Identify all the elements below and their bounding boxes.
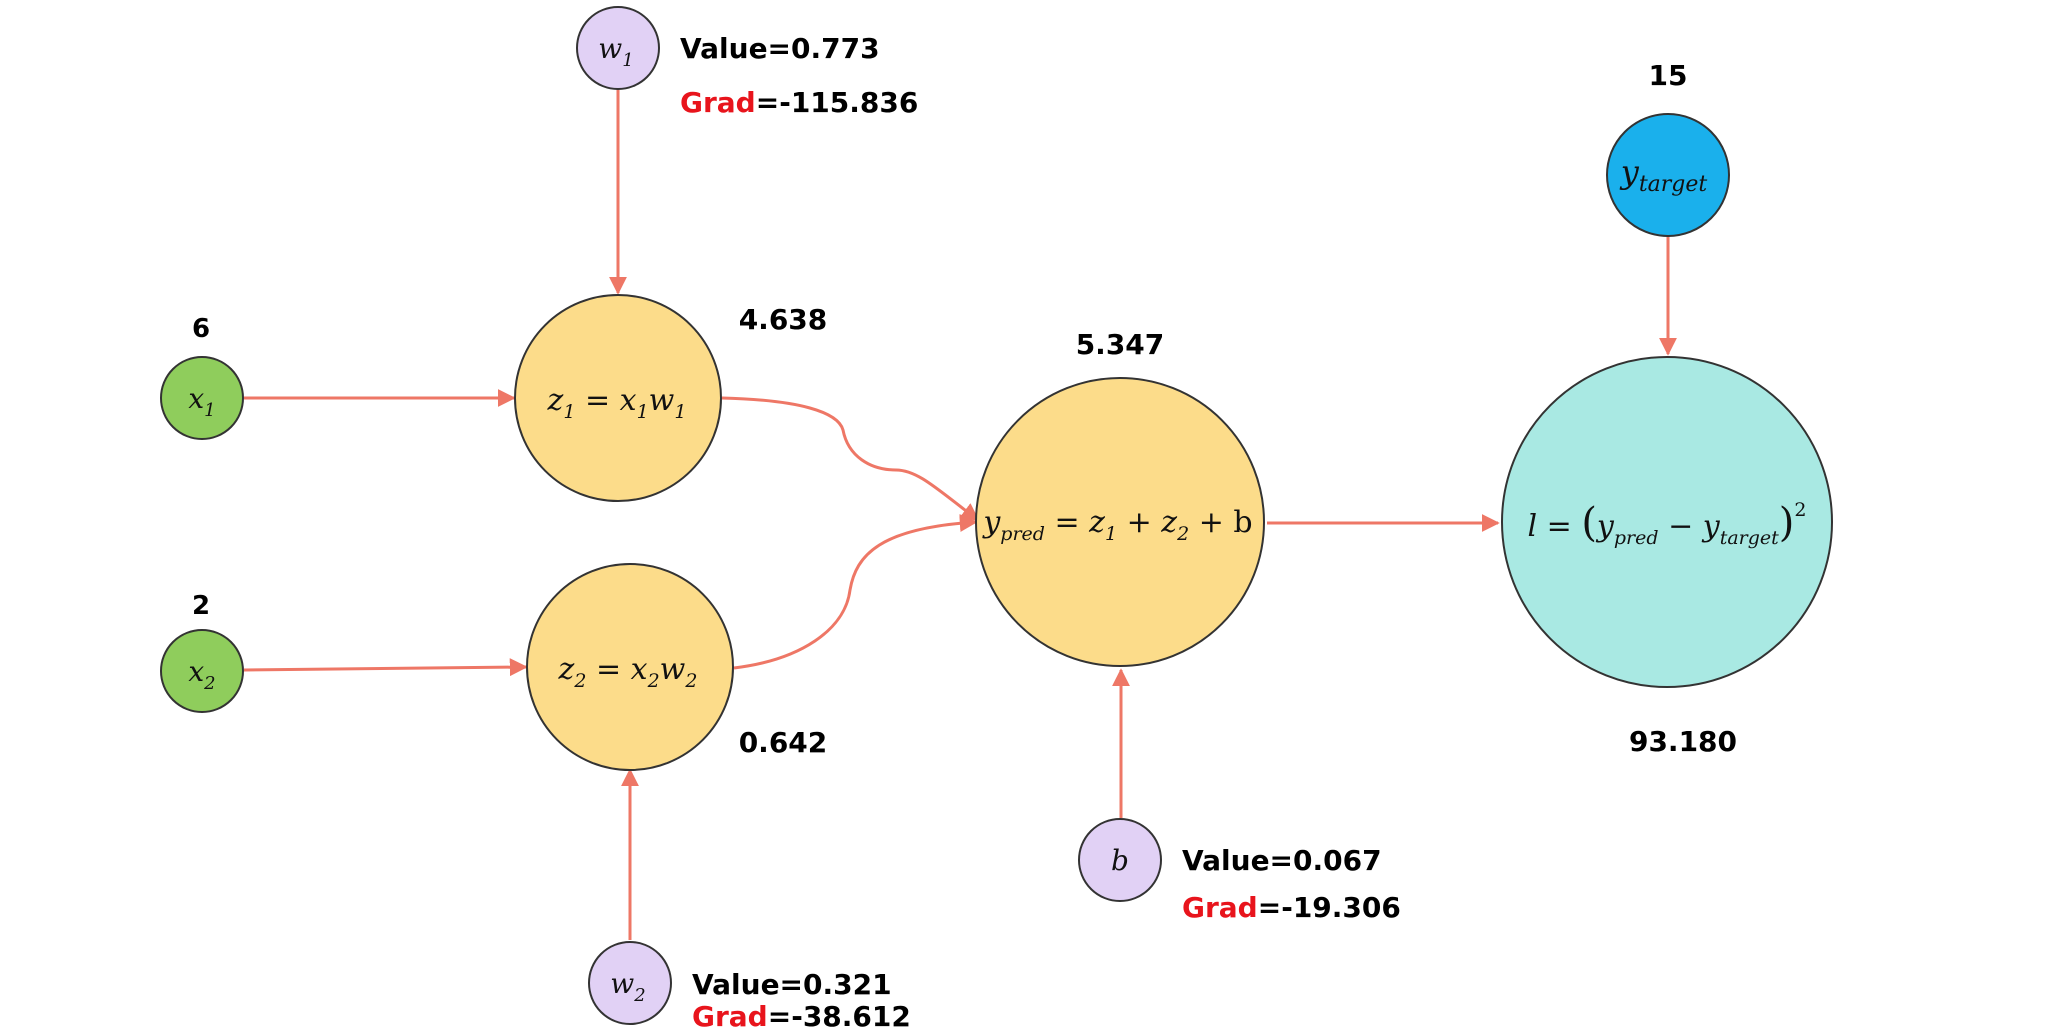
node-w1: w1 Value=0.773 Grad=-115.836 (576, 6, 918, 119)
node-w1-circle (576, 6, 660, 90)
node-b: b Value=0.067 Grad=-19.306 (1078, 818, 1401, 924)
node-z1-value: 4.638 (739, 303, 828, 336)
node-w1-grad: Grad=-115.836 (680, 86, 918, 119)
node-loss-circle (1501, 356, 1833, 688)
node-loss: l = (ypred − ytarget)2 93.180 (1501, 356, 1833, 758)
node-ypred-value: 5.347 (1076, 328, 1165, 361)
node-z2-equation: z2 = x2w2 (558, 652, 698, 692)
node-z2: z2 = x2w2 0.642 (526, 563, 828, 771)
node-ypred-circle (975, 377, 1265, 667)
node-x2-label: x2 (188, 655, 215, 694)
edge-x2-z2 (243, 658, 528, 677)
node-ytarget-label: ytarget (1619, 153, 1708, 197)
node-w2-grad: Grad=-38.612 (692, 1000, 911, 1032)
node-b-circle (1078, 818, 1162, 902)
node-w1-value-label: Value=0.773 (680, 32, 880, 65)
node-z1-circle (514, 294, 722, 502)
node-w2-value-label: Value=0.321 (692, 968, 892, 1001)
node-b-value-label: Value=0.067 (1182, 844, 1382, 877)
node-z2-circle (526, 563, 734, 771)
node-ypred: ypred = z1 + z2 + b 5.347 (975, 328, 1265, 667)
node-w2-label: w2 (610, 967, 645, 1006)
node-b-grad: Grad=-19.306 (1182, 891, 1401, 924)
node-x1-circle (160, 356, 244, 440)
node-z1-equation: z1 = x1w1 (547, 383, 687, 423)
node-w2-circle (588, 941, 672, 1025)
node-w1-label: w1 (598, 32, 633, 71)
node-x1-value: 6 (192, 314, 210, 344)
node-z2-value: 0.642 (739, 726, 828, 759)
node-ytarget-value: 15 (1649, 59, 1688, 92)
node-z1: z1 = x1w1 4.638 (514, 294, 828, 502)
node-w2: w2 Value=0.321 Grad=-38.612 (588, 941, 911, 1032)
node-ytarget-circle (1606, 113, 1730, 237)
edges (243, 89, 1677, 940)
node-b-label: b (1111, 844, 1129, 877)
node-ypred-equation: ypred = z1 + z2 + b (981, 505, 1252, 545)
node-x2: x2 2 (160, 591, 244, 713)
node-loss-value: 93.180 (1629, 725, 1737, 758)
node-x1: x1 6 (160, 314, 244, 440)
node-x2-value: 2 (192, 591, 210, 621)
node-x2-circle (160, 629, 244, 713)
node-x1-label: x1 (188, 382, 215, 421)
node-loss-equation: l = (ypred − ytarget)2 (1527, 499, 1806, 549)
edge-z1-ypred (721, 396, 980, 522)
edge-z2-ypred (733, 514, 978, 670)
node-ytarget: ytarget 15 (1606, 59, 1730, 237)
